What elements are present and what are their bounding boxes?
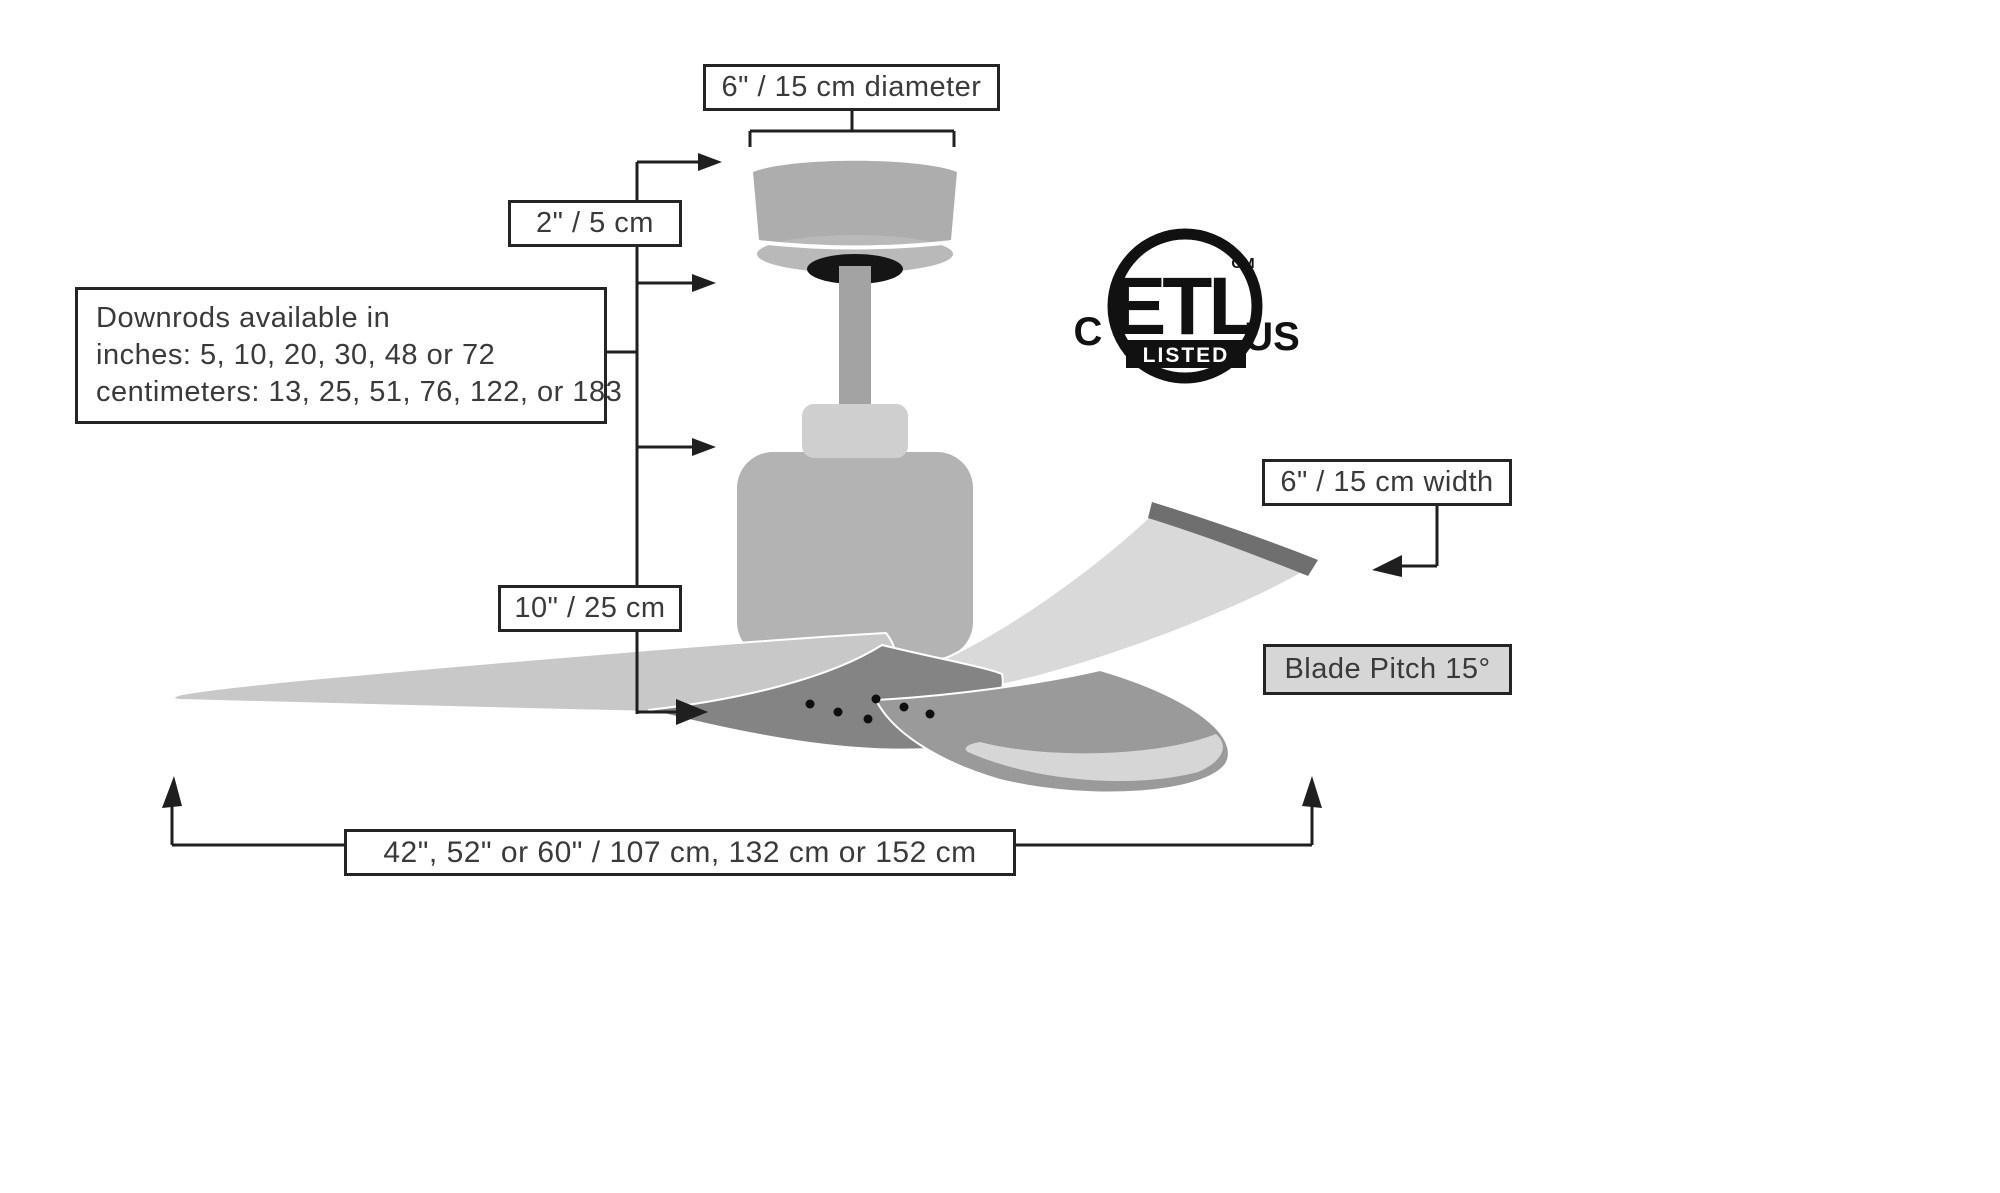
label-blade-span: 42", 52" or 60" / 107 cm, 132 cm or 152 … [344,829,1016,876]
screw-hole [805,699,815,709]
fan-blade-bottom-tip [965,734,1223,782]
arrowhead-blade-width [1372,555,1402,577]
downrods-line-2: inches: 5, 10, 20, 30, 48 or 72 [96,338,496,371]
screw-hole [833,707,843,717]
fan-downrod-coupler [802,404,908,458]
label-motor-height: 10" / 25 cm [498,585,682,632]
blade-width-pointer [1372,506,1439,577]
fan-canopy-seam [757,240,953,250]
label-downrods-available: Downrods available in inches: 5, 10, 20,… [75,287,622,424]
etl-listed-banner [1126,340,1246,368]
screw-hole [863,714,873,724]
arrowhead-motor-top [692,438,716,456]
label-canopy-height: 2" / 5 cm [508,200,682,247]
label-canopy-diameter: 6" / 15 cm diameter [703,64,1000,111]
etl-certification-logo: ETL CM LISTED C US [1074,228,1300,384]
screw-hole [899,702,909,712]
downrods-line-3: centimeters: 13, 25, 51, 76, 122, or 183 [96,376,623,409]
screw-hole [871,694,881,704]
etl-listed-text: LISTED [1143,344,1230,367]
etl-country-c: C [1074,310,1103,354]
label-blade-width: 6" / 15 cm width [1262,459,1512,506]
hub-screw-holes [805,694,935,724]
arrowhead-canopy-bottom [692,274,716,292]
fan-canopy [753,160,957,248]
fan-motor-housing [737,452,973,658]
etl-logo-cm: CM [1231,255,1254,272]
diameter-bracket [748,111,956,147]
arrowhead-blade-level [676,699,708,725]
fan-body [172,160,1318,794]
fan-downrod [839,266,871,412]
screw-hole [925,709,935,719]
etl-country-us: US [1244,315,1300,359]
fan-blade-right-edge [1148,502,1318,576]
etl-logo-mark: ETL [1112,261,1257,352]
arrowhead-span-left [162,776,182,808]
arrowhead-canopy-top [698,153,722,171]
downrods-line-1: Downrods available in [96,301,391,334]
arrowhead-span-right [1302,776,1322,808]
label-blade-pitch: Blade Pitch 15° [1263,644,1512,695]
